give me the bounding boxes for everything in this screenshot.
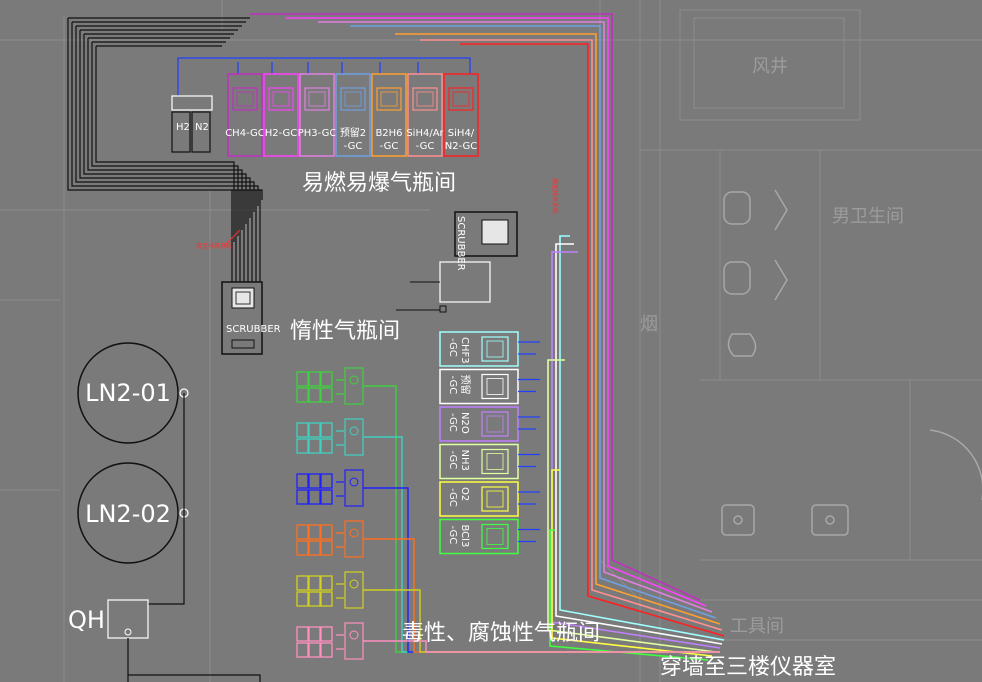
top-cabinet-label: CH4-GC xyxy=(225,128,265,139)
side-cabinet-label: NH3 xyxy=(459,450,470,471)
side-cabinet-label: O2 xyxy=(459,487,470,501)
restroom-fixtures xyxy=(721,189,982,536)
side-cabinet-6[interactable]: BCl3-GC xyxy=(439,518,540,555)
room-label-air-shaft: 风井 xyxy=(752,56,788,77)
room-label-inert: 惰性气瓶间 xyxy=(290,319,400,344)
cylinder-label-h2: H2 xyxy=(176,122,190,133)
cylinder-group-1[interactable] xyxy=(296,367,720,653)
top-cabinet-5[interactable]: B2H6 -GC xyxy=(371,73,407,157)
ln2-tank-1[interactable]: LN2-01 xyxy=(77,342,189,444)
side-cabinet-3[interactable]: N2O-GC xyxy=(439,406,540,442)
room-label-toxic: 毒性、腐蚀性气瓶间 xyxy=(402,621,600,646)
side-cabinet-label: CHF3 xyxy=(459,337,470,364)
room-label-smoke: 烟 xyxy=(640,314,658,335)
cylinder-group-column xyxy=(296,367,720,660)
top-cabinet-6[interactable]: SiH4/Ar -GC xyxy=(406,73,445,157)
top-cabinet-2[interactable]: H2-GC xyxy=(263,73,299,157)
top-cabinet-sublabel: -GC xyxy=(416,141,435,152)
side-cabinet-1[interactable]: CHF3-GC xyxy=(439,331,540,367)
ln2-tank-2[interactable]: LN2-02 xyxy=(77,462,189,564)
side-cabinet-label: N2O xyxy=(459,412,470,434)
ln2-supply-line xyxy=(148,393,185,605)
side-cabinet-4[interactable]: NH3-GC xyxy=(439,443,540,480)
room-label-tool-room: 工具间 xyxy=(730,616,784,637)
black-pipe-bundle xyxy=(67,17,263,282)
top-cabinet-label: PH3-GC xyxy=(298,128,337,139)
side-cabinet-sublabel: -GC xyxy=(447,338,458,357)
side-cabinet-sublabel: -GC xyxy=(447,451,458,470)
top-cabinet-1[interactable]: CH4-GC xyxy=(225,73,265,157)
tank-label-1: LN2-01 xyxy=(85,379,171,407)
top-cabinet-label: SiH4/ xyxy=(448,128,475,139)
room-label-mens-restroom: 男卫生间 xyxy=(832,206,904,227)
cylinder-label-n2: N2 xyxy=(195,122,209,133)
top-cabinet-7[interactable]: SiH4/N2-GC xyxy=(443,73,479,157)
tank-label-2: LN2-02 xyxy=(85,500,171,528)
exhaust-note-left: 接至排风系统 xyxy=(196,242,232,250)
side-cabinet-label: BCl3 xyxy=(459,525,470,548)
top-cabinet-sublabel: N2-GC xyxy=(445,141,478,152)
top-cabinet-sublabel: -GC xyxy=(344,141,363,152)
side-cabinet-sublabel: -GC xyxy=(447,488,458,507)
top-cabinet-sublabel: -GC xyxy=(380,141,399,152)
side-cabinet-sublabel: -GC xyxy=(447,526,458,545)
top-cabinet-connectors xyxy=(177,57,471,96)
top-cabinet-3[interactable]: PH3-GC xyxy=(298,73,337,157)
room-label-flammable: 易燃易爆气瓶间 xyxy=(302,171,456,196)
side-cabinet-sublabel: -GC xyxy=(447,413,458,432)
top-cabinet-4[interactable]: 预留2 -GC xyxy=(335,73,371,157)
cylinder-group-6[interactable] xyxy=(296,622,720,660)
qh-label: QH xyxy=(68,606,105,634)
side-cabinet-5[interactable]: O2-GC xyxy=(439,481,540,517)
exhaust-note-right: 接至排风系统 xyxy=(551,178,559,214)
top-cabinet-label: 预留2 xyxy=(340,126,366,139)
qh-unit[interactable]: QH xyxy=(68,599,261,682)
side-cabinet-sublabel: -GC xyxy=(447,376,458,395)
top-cabinet-label: H2-GC xyxy=(265,128,298,139)
left-scrubber[interactable]: SCRUBBER xyxy=(221,281,281,355)
room-label-through-wall: 穿墙至三楼仪器室 xyxy=(660,655,836,680)
color-pipelines xyxy=(250,13,725,661)
right-scrubber[interactable]: SCRUBBER xyxy=(396,211,518,313)
h2-n2-cylinder-group: H2 N2 xyxy=(171,95,213,153)
scrubber-label-left: SCRUBBER xyxy=(226,324,281,335)
scrubber-label-right: SCRUBBER xyxy=(455,216,466,271)
top-cabinet-label: B2H6 xyxy=(375,128,402,139)
side-cabinet-2[interactable]: 预留-GC xyxy=(439,368,540,405)
top-cabinet-label: SiH4/Ar xyxy=(406,128,444,139)
side-cabinet-label: 预留 xyxy=(459,375,472,395)
